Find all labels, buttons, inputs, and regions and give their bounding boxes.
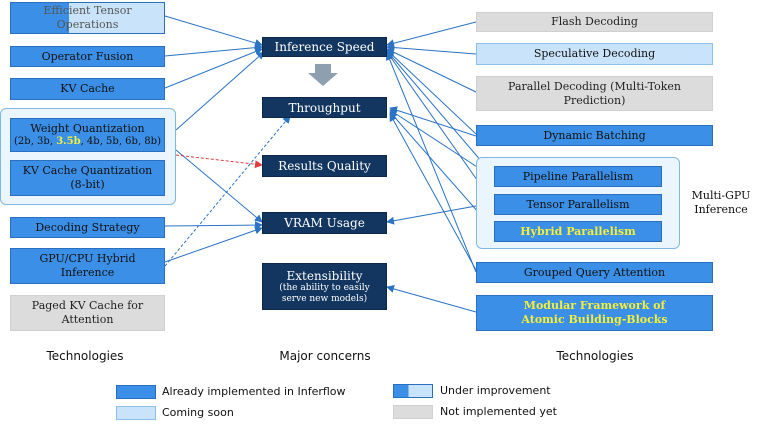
concern-results-quality-label: Results Quality [278,159,371,173]
legend-swatch-coming-soon [116,406,156,420]
concern-throughput-label: Throughput [288,100,361,115]
node-tensor-parallelism[interactable]: Tensor Parallelism [494,194,662,215]
node-flash-decoding[interactable]: Flash Decoding [476,12,713,32]
node-dynamic-batching-label: Dynamic Batching [543,128,646,142]
node-parallel-decoding-label: Parallel Decoding (Multi-Token Predictio… [508,79,681,107]
edge-parallel-to-inference-speed [386,48,477,93]
edge-dynamic-batching-to-inference-speed [386,49,477,135]
node-hybrid-parallelism[interactable]: Hybrid Parallelism [494,221,662,242]
node-speculative-decoding[interactable]: Speculative Decoding [476,43,713,65]
concern-inference-speed-label: Inference Speed [274,40,375,54]
node-kv-cache[interactable]: KV Cache [10,78,165,100]
node-kv-cache-quantization[interactable]: KV Cache Quantization (8-bit) [10,160,165,196]
edge-quant-group-to-vram [175,149,263,223]
caption-right-technologies: Technologies [556,349,634,363]
concern-vram-usage[interactable]: VRAM Usage [262,212,387,234]
node-kv-cache-label: KV Cache [60,82,115,95]
legend-swatch-under-improvement [393,384,433,398]
legend-implemented-text: Already implemented in Inferflow [162,385,346,398]
legend-swatch-not-implemented [393,405,433,419]
node-pipeline-parallelism[interactable]: Pipeline Parallelism [494,166,662,187]
edge-operator-fusion-to-inference-speed [164,43,263,57]
multi-gpu-label: Multi-GPU Inference [683,186,759,220]
edge-kv-cache-to-inference-speed [164,47,263,89]
node-weight-quantization-title: Weight Quantization [30,122,145,135]
node-tensor-parallelism-label: Tensor Parallelism [526,197,630,211]
concern-extensibility-sub: (the ability to easily serve new models) [279,282,370,304]
legend-swatch-implemented [116,385,156,399]
node-gpu-cpu-hybrid-label: GPU/CPU Hybrid Inference [39,252,136,279]
node-kv-cache-quantization-title: KV Cache Quantization [22,164,153,177]
edge-gqa-to-throughput [389,113,477,271]
edge-modular-to-extensibility [386,285,477,313]
down-arrow-icon [308,64,338,86]
bits-text-b: , 4b, 5b, 6b, 8b) [80,136,161,147]
node-decoding-strategy-label: Decoding Strategy [35,220,140,234]
edge-gqa-to-inference-speed [385,52,477,273]
node-modular-framework-label: Modular Framework of Atomic Building-Blo… [521,299,668,326]
node-gpu-cpu-hybrid[interactable]: GPU/CPU Hybrid Inference [10,248,165,284]
edge-flash-to-inference-speed [386,21,477,48]
node-efficient-tensor-label: Efficient Tensor Operations [43,4,132,31]
node-grouped-query-attention[interactable]: Grouped Query Attention [476,262,713,283]
node-operator-fusion[interactable]: Operator Fusion [10,46,165,67]
node-decoding-strategy[interactable]: Decoding Strategy [10,217,165,238]
node-operator-fusion-label: Operator Fusion [41,49,134,63]
edge-quant-group-to-results-quality [175,154,263,169]
edge-quant-group-to-inference-speed [175,51,265,131]
node-hybrid-parallelism-label: Hybrid Parallelism [520,224,636,238]
node-paged-kv-cache-label: Paged KV Cache for Attention [31,299,144,326]
node-grouped-query-attention-label: Grouped Query Attention [523,265,666,279]
node-modular-framework[interactable]: Modular Framework of Atomic Building-Blo… [476,295,713,331]
concern-results-quality[interactable]: Results Quality [262,155,387,177]
legend-coming-soon-text: Coming soon [162,406,234,419]
edge-decoding-strategy-to-vram [164,221,263,230]
concern-throughput[interactable]: Throughput [262,97,387,118]
concern-extensibility-title: Extensibility [286,268,363,283]
edge-efficient-tensor-to-inference-speed [164,15,263,47]
edge-pipeline-to-inference-speed [386,50,495,177]
edge-speculative-to-inference-speed [386,43,477,55]
caption-left-technologies: Technologies [46,349,124,363]
node-dynamic-batching[interactable]: Dynamic Batching [476,125,713,146]
node-paged-kv-cache[interactable]: Paged KV Cache for Attention [10,295,165,331]
concern-extensibility[interactable]: Extensibility (the ability to easily ser… [262,263,387,310]
legend-not-implemented-text: Not implemented yet [440,405,557,418]
node-efficient-tensor-operations[interactable]: Efficient Tensor Operations [10,2,165,34]
node-speculative-decoding-label: Speculative Decoding [533,47,656,60]
node-pipeline-parallelism-label: Pipeline Parallelism [522,169,634,183]
bits-text-a: (2b, 3b, [14,136,57,147]
node-weight-quantization[interactable]: Weight Quantization (2b, 3b, 3.5b, 4b, 5… [10,118,165,152]
bits-text-highlight: 3.5b [56,136,81,147]
edge-dynamic-batching-to-throughput [389,106,477,137]
edge-gpu-cpu-to-vram [164,226,263,263]
node-flash-decoding-label: Flash Decoding [551,15,638,28]
edge-multi-gpu-to-vram [386,205,477,225]
legend-under-improvement-text: Under improvement [440,384,551,397]
caption-major-concerns: Major concerns [279,349,371,363]
concern-vram-usage-label: VRAM Usage [284,216,365,230]
node-kv-cache-quantization-sub: (8-bit) [70,178,105,191]
node-weight-quantization-bits: (2b, 3b, 3.5b, 4b, 5b, 6b, 8b) [14,136,161,148]
concern-inference-speed[interactable]: Inference Speed [262,37,387,57]
node-parallel-decoding[interactable]: Parallel Decoding (Multi-Token Predictio… [476,76,713,111]
edge-gpu-cpu-to-throughput [164,115,291,267]
multi-gpu-label-text: Multi-GPU Inference [691,189,751,216]
